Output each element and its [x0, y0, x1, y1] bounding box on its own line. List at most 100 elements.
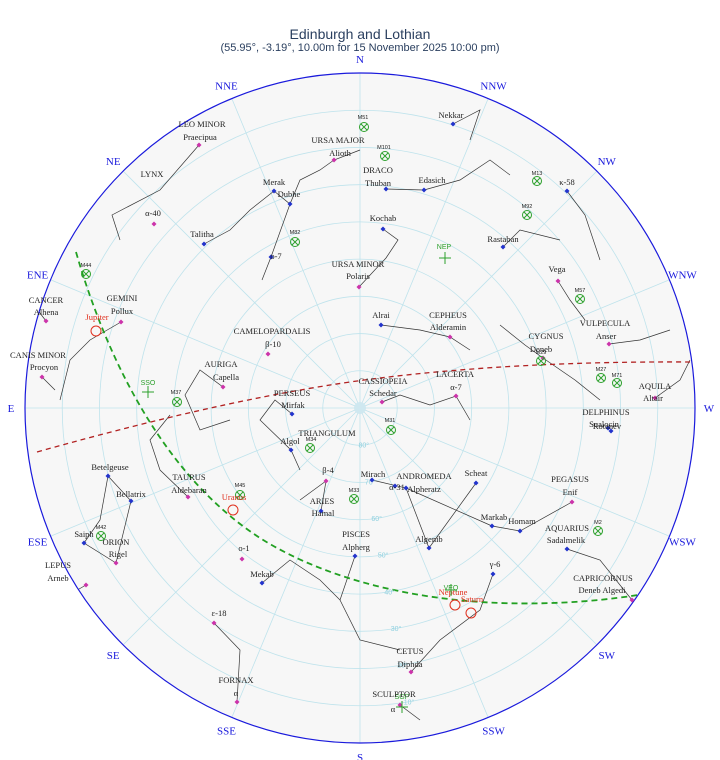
constellation-line — [566, 548, 633, 601]
azimuth-line — [50, 407, 361, 537]
messier-label: M92 — [522, 204, 533, 210]
messier-label: M51 — [358, 115, 369, 121]
constellation-line — [608, 329, 671, 345]
messier-label: M27 — [596, 367, 607, 373]
star-label: Saiph — [74, 529, 94, 539]
messier-cross — [537, 357, 545, 365]
star-marker — [352, 553, 358, 559]
star-marker — [83, 582, 89, 588]
reference-label: NEP — [437, 244, 452, 251]
star-marker — [500, 244, 506, 250]
star-marker — [105, 473, 111, 479]
direction-e: E — [8, 403, 15, 415]
constellation-line — [203, 190, 275, 245]
planet-marker — [227, 504, 239, 516]
messier-cross — [291, 238, 299, 246]
star-label: Rotanev — [593, 421, 622, 431]
star-label: ο-7 — [270, 251, 281, 261]
constellation-name: ANDROMEDA — [396, 471, 452, 481]
constellation-line — [405, 487, 573, 532]
messier-marker — [96, 531, 106, 541]
messier-label: M13 — [532, 171, 543, 177]
constellation-name: GEMINI — [107, 293, 138, 303]
constellation-line — [261, 559, 341, 601]
star-label: Betelgeuse — [91, 462, 129, 472]
reference-label: VEQ — [444, 585, 459, 592]
star-label: Talitha — [190, 229, 214, 239]
star-marker — [489, 523, 495, 529]
star-label: Algenib — [415, 534, 442, 544]
altitude-labels: 80°70°60°50°40°30°20°10° — [358, 442, 414, 707]
star-marker — [234, 699, 240, 705]
star-marker — [403, 485, 409, 491]
star-marker — [379, 399, 385, 405]
star-marker — [211, 620, 217, 626]
star-marker — [185, 494, 191, 500]
constellation-line — [371, 479, 477, 549]
star-marker — [268, 254, 274, 260]
azimuth-line — [50, 279, 361, 409]
messier-cross — [306, 444, 314, 452]
star-marker — [447, 334, 453, 340]
messier-label: M42 — [96, 525, 107, 531]
constellation-name: CEPHEUS — [429, 310, 467, 320]
star-marker — [369, 477, 375, 483]
chart-subtitle: (55.95°, -3.19°, 10.00m for 15 November … — [220, 42, 500, 54]
star-label: Sadalmelik — [547, 535, 586, 545]
star-label: Aldebaran — [171, 485, 207, 495]
messier-cross — [360, 123, 368, 131]
star-marker — [118, 319, 124, 325]
constellation-name: ARIES — [310, 496, 335, 506]
constellation-line — [259, 399, 301, 471]
star-label: Pollux — [111, 306, 134, 316]
constellation-line — [111, 144, 200, 241]
messier-marker — [536, 356, 546, 366]
reference-label: SGP — [395, 694, 410, 701]
star-label: α-7 — [450, 382, 462, 392]
star-label: Capella — [213, 372, 239, 382]
constellation-line — [381, 394, 471, 421]
planet-label: Uranus — [222, 492, 247, 502]
constellation-line — [566, 190, 601, 261]
star-marker — [271, 188, 277, 194]
direction-ssw: SSW — [482, 725, 505, 737]
star-marker — [220, 384, 226, 390]
star-marker — [151, 221, 157, 227]
messier-label: M31 — [385, 418, 396, 424]
constellation-name: URSA MINOR — [332, 259, 385, 269]
messier-cross — [387, 426, 395, 434]
constellation-name: PERSEUS — [274, 388, 311, 398]
star-label: κ-58 — [559, 177, 575, 187]
messier-cross — [594, 527, 602, 535]
messier-marker — [359, 122, 369, 132]
constellation-line — [149, 414, 189, 498]
messier-marker — [575, 294, 585, 304]
constellation-name: SCULPTOR — [372, 689, 416, 699]
direction-w: W — [704, 403, 715, 415]
azimuth-line — [359, 407, 670, 537]
constellation-line — [557, 280, 586, 321]
chart-title: Edinburgh and Lothian — [289, 26, 431, 42]
constellation-lines — [29, 109, 691, 721]
direction-n: N — [356, 54, 364, 66]
star-label: Markab — [481, 512, 507, 522]
star-marker — [569, 499, 575, 505]
constellation-name: CAMELOPARDALIS — [234, 326, 311, 336]
star-label: γ-6 — [489, 559, 501, 569]
star-marker — [287, 201, 293, 207]
reference-cross — [445, 584, 457, 596]
star-label: Hamal — [312, 508, 335, 518]
constellation-line — [213, 622, 241, 703]
star-marker — [564, 188, 570, 194]
constellation-line — [499, 324, 544, 359]
star-label: Kochab — [370, 213, 396, 223]
direction-wnw: WNW — [668, 269, 697, 281]
messier-marker — [380, 151, 390, 161]
altitude-label: 70° — [365, 478, 376, 486]
star-marker — [608, 428, 614, 434]
star-label: Alpherg — [342, 542, 370, 552]
messier-marker — [349, 494, 359, 504]
star-label: Deneb — [530, 344, 552, 354]
